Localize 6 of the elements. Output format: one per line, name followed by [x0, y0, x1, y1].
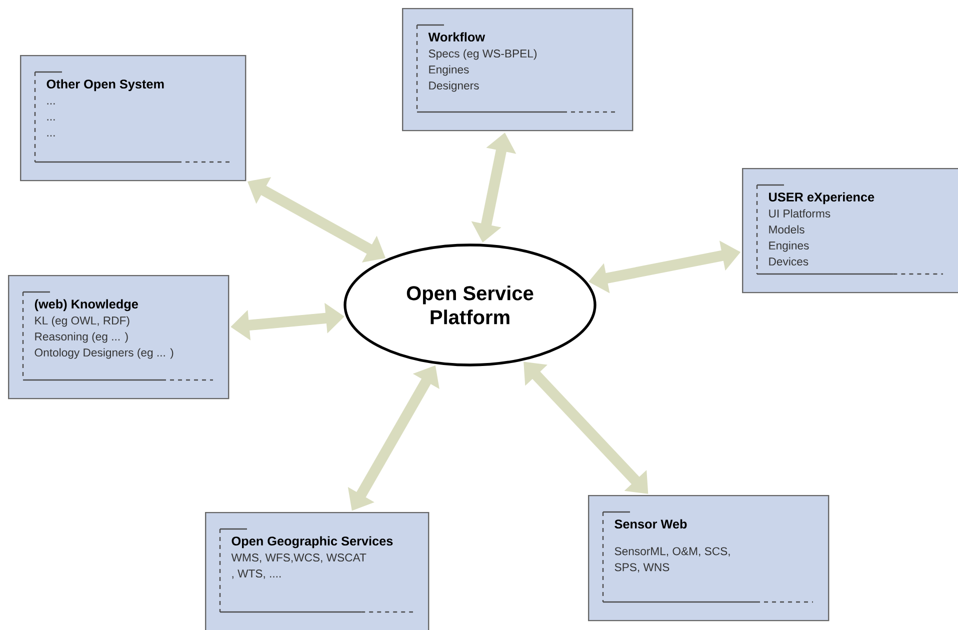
system-box: Sensor Web SensorML, O&M, SCS, SPS, WNS	[588, 494, 830, 622]
system-box: Workflow Specs (eg WS-BPEL) Engines Designers	[402, 8, 634, 132]
system-box: (web) Knowledge KL (eg OWL, RDF) Reasoning (eg ... ) Ontology Designers (eg ... )	[8, 274, 230, 400]
system-box: USER eXperience UI Platforms Models Engines Devices	[742, 168, 958, 294]
system-box: Open Geographic Services WMS, WFS,WCS, WSCAT , WTS, ....	[205, 512, 430, 630]
system-box: Other Open System ... ... ...	[20, 54, 246, 182]
